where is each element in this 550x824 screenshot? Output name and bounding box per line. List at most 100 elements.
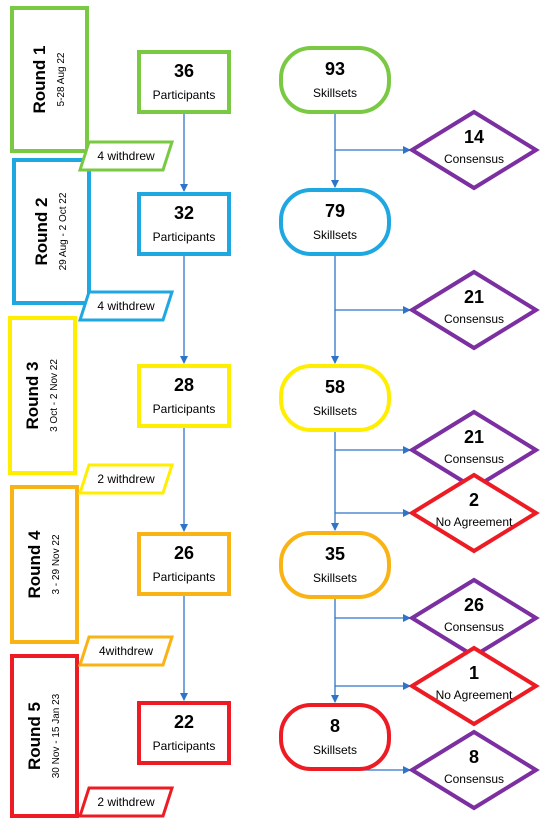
round-title: Round 3 bbox=[23, 362, 42, 430]
outcome-value: 21 bbox=[464, 287, 484, 307]
participants-frame bbox=[137, 701, 231, 765]
skillsets-frame bbox=[279, 703, 391, 771]
outcome-label: No Agreement bbox=[436, 688, 513, 702]
round-dates: 3 Oct - 2 Nov 22 bbox=[49, 359, 60, 432]
skillsets-count: 79 bbox=[325, 201, 345, 221]
withdrew-shape bbox=[77, 290, 175, 322]
participants-frame bbox=[137, 50, 231, 114]
skillsets-frame bbox=[279, 46, 391, 114]
withdrew-4-box: 4withdrew bbox=[77, 635, 175, 667]
withdrew-label: 4 withdrew bbox=[97, 299, 155, 313]
outcome-value: 26 bbox=[464, 595, 484, 615]
round-box-frame bbox=[8, 316, 77, 475]
withdrew-label: 2 withdrew bbox=[97, 472, 155, 486]
participants-label: Participants bbox=[153, 739, 216, 753]
participants-frame bbox=[137, 192, 231, 256]
outcome-diamond-shape bbox=[408, 577, 540, 659]
outcome-label: Consensus bbox=[444, 620, 504, 634]
outcome-6-diamond: 1 No Agreement bbox=[408, 645, 540, 727]
round-3-box: Round 3 3 Oct - 2 Nov 22 bbox=[8, 316, 77, 475]
outcome-value: 2 bbox=[469, 490, 479, 510]
outcome-label: Consensus bbox=[444, 452, 504, 466]
withdrew-5-box: 2 withdrew bbox=[77, 786, 175, 818]
participants-label: Participants bbox=[153, 230, 216, 244]
outcome-label: Consensus bbox=[444, 312, 504, 326]
skillsets-count: 93 bbox=[325, 59, 345, 79]
round-title: Round 5 bbox=[25, 702, 44, 770]
withdrew-label: 4withdrew bbox=[99, 644, 153, 658]
withdrew-shape bbox=[77, 463, 175, 495]
round-2-box: Round 2 29 Aug - 2 Oct 22 bbox=[12, 158, 91, 305]
round-dates: 3 - 29 Nov 22 bbox=[51, 534, 62, 594]
outcome-label: Consensus bbox=[444, 152, 504, 166]
outcome-value: 21 bbox=[464, 427, 484, 447]
outcome-value: 8 bbox=[469, 747, 479, 767]
round-dates: 29 Aug - 2 Oct 22 bbox=[58, 192, 69, 270]
participants-frame bbox=[137, 364, 231, 428]
skillsets-label: Skillsets bbox=[313, 571, 357, 585]
withdrew-3-box: 2 withdrew bbox=[77, 463, 175, 495]
withdrew-shape bbox=[77, 786, 175, 818]
participants-count: 26 bbox=[174, 543, 194, 563]
skillsets-label: Skillsets bbox=[313, 404, 357, 418]
withdrew-1-box: 4 withdrew bbox=[77, 140, 175, 172]
skillsets-count: 35 bbox=[325, 544, 345, 564]
connectors-layer bbox=[180, 112, 411, 774]
round-5-box: Round 5 30 Nov - 15 Jan 23 bbox=[10, 654, 79, 818]
outcome-label: Consensus bbox=[444, 772, 504, 786]
round-dates: 5-28 Aug 22 bbox=[56, 52, 67, 106]
round-title: Round 4 bbox=[25, 530, 44, 599]
skillsets-frame bbox=[279, 364, 391, 432]
outcome-diamond-shape bbox=[408, 472, 540, 554]
round-dates: 30 Nov - 15 Jan 23 bbox=[51, 693, 62, 778]
round-box-frame bbox=[10, 485, 79, 644]
withdrew-label: 2 withdrew bbox=[97, 795, 155, 809]
outcome-diamond-shape bbox=[408, 729, 540, 811]
outcome-4-diamond: 2 No Agreement bbox=[408, 472, 540, 554]
round-4-box: Round 4 3 - 29 Nov 22 bbox=[10, 485, 79, 644]
outcome-diamond-shape bbox=[408, 645, 540, 727]
skillsets-frame bbox=[279, 188, 391, 256]
round-box-frame bbox=[10, 6, 89, 153]
participants-count: 32 bbox=[174, 203, 194, 223]
skillsets-label: Skillsets bbox=[313, 86, 357, 100]
withdrew-label: 4 withdrew bbox=[97, 149, 155, 163]
outcome-diamond-shape bbox=[408, 269, 540, 351]
participants-label: Participants bbox=[153, 88, 216, 102]
round-title: Round 2 bbox=[32, 198, 51, 266]
participants-count: 36 bbox=[174, 61, 194, 81]
outcome-value: 1 bbox=[469, 663, 479, 683]
participants-count: 28 bbox=[174, 375, 194, 395]
outcome-diamond-shape bbox=[408, 109, 540, 191]
skillsets-count: 58 bbox=[325, 377, 345, 397]
withdrew-shape bbox=[77, 635, 175, 667]
round-box-frame bbox=[10, 654, 79, 818]
withdrew-shape bbox=[77, 140, 175, 172]
participants-frame bbox=[137, 532, 231, 596]
skillsets-label: Skillsets bbox=[313, 743, 357, 757]
skillsets-frame bbox=[279, 531, 391, 599]
participants-label: Participants bbox=[153, 570, 216, 584]
participants-label: Participants bbox=[153, 402, 216, 416]
outcome-label: No Agreement bbox=[436, 515, 513, 529]
outcome-value: 14 bbox=[464, 127, 484, 147]
skillsets-count: 8 bbox=[330, 716, 340, 736]
